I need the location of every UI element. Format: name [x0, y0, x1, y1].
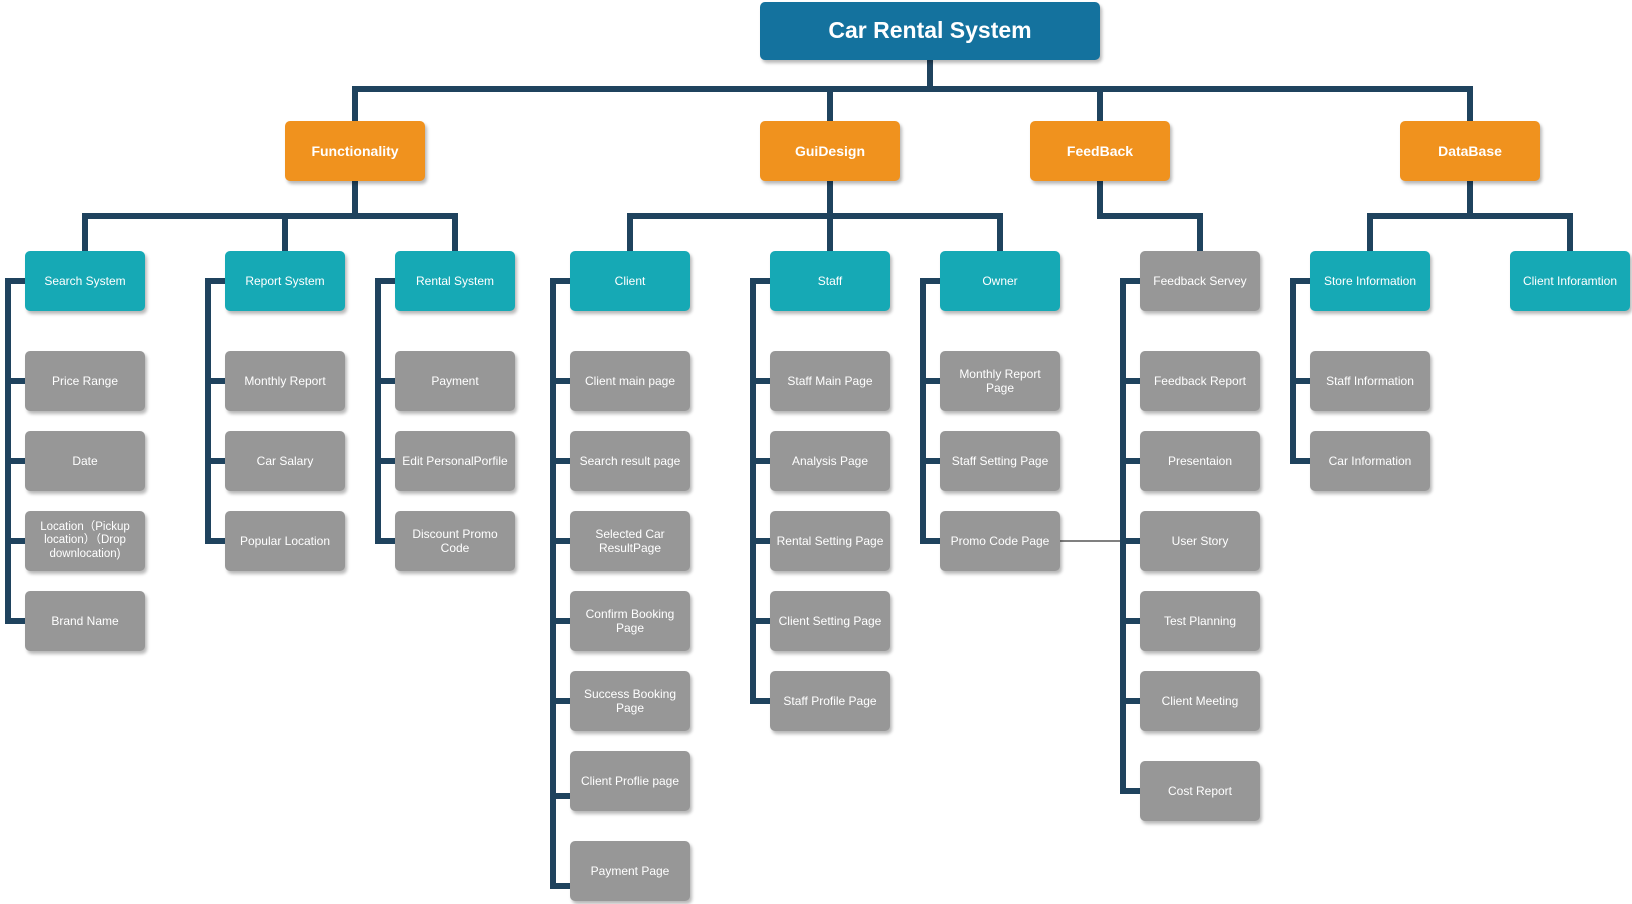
category-feedback: FeedBack — [1030, 121, 1170, 181]
item-user-story: User Story — [1140, 511, 1260, 571]
subsystem-report-system: Report System — [225, 251, 345, 311]
category-guidesign: GuiDesign — [760, 121, 900, 181]
subsystem-store-information: Store Information — [1310, 251, 1430, 311]
item-brand-name: Brand Name — [25, 591, 145, 651]
item-monthly-report-page: Monthly Report Page — [940, 351, 1060, 411]
subsystem-client: Client — [570, 251, 690, 311]
item-analysis-page: Analysis Page — [770, 431, 890, 491]
item-car-salary: Car Salary — [225, 431, 345, 491]
category-database: DataBase — [1400, 121, 1540, 181]
subsystem-client-information: Client Inforamtion — [1510, 251, 1630, 311]
item-search-result-page: Search result page — [570, 431, 690, 491]
item-client-meeting: Client Meeting — [1140, 671, 1260, 731]
item-car-information: Car Information — [1310, 431, 1430, 491]
subsystem-owner: Owner — [940, 251, 1060, 311]
item-cost-report: Cost Report — [1140, 761, 1260, 821]
category-functionality: Functionality — [285, 121, 425, 181]
item-monthly-report: Monthly Report — [225, 351, 345, 411]
item-staff-main-page: Staff Main Page — [770, 351, 890, 411]
item-selected-car-result-page: Selected Car ResultPage — [570, 511, 690, 571]
item-rental-setting-page: Rental Setting Page — [770, 511, 890, 571]
item-location: Location（Pickup location）（Drop downlocat… — [25, 511, 145, 571]
item-staff-profile-page: Staff Profile Page — [770, 671, 890, 731]
item-client-profile-page: Client Proflie page — [570, 751, 690, 811]
item-client-setting-page: Client Setting Page — [770, 591, 890, 651]
item-discount-promo-code: Discount Promo Code — [395, 511, 515, 571]
subsystem-rental-system: Rental System — [395, 251, 515, 311]
item-payment-page: Payment Page — [570, 841, 690, 901]
item-staff-setting-page: Staff Setting Page — [940, 431, 1060, 491]
item-test-planning: Test Planning — [1140, 591, 1260, 651]
item-promo-code-page: Promo Code Page — [940, 511, 1060, 571]
item-price-range: Price Range — [25, 351, 145, 411]
root-node: Car Rental System — [760, 2, 1100, 60]
item-date: Date — [25, 431, 145, 491]
item-edit-personal-profile: Edit PersonalPorfile — [395, 431, 515, 491]
subsystem-search-system: Search System — [25, 251, 145, 311]
item-feedback-report: Feedback Report — [1140, 351, 1260, 411]
item-presentation: Presentaion — [1140, 431, 1260, 491]
item-success-booking-page: Success Booking Page — [570, 671, 690, 731]
subsystem-staff: Staff — [770, 251, 890, 311]
item-popular-location: Popular Location — [225, 511, 345, 571]
item-payment: Payment — [395, 351, 515, 411]
item-staff-information: Staff Information — [1310, 351, 1430, 411]
item-confirm-booking-page: Confirm Booking Page — [570, 591, 690, 651]
item-client-main-page: Client main page — [570, 351, 690, 411]
subsystem-feedback-servey: Feedback Servey — [1140, 251, 1260, 311]
